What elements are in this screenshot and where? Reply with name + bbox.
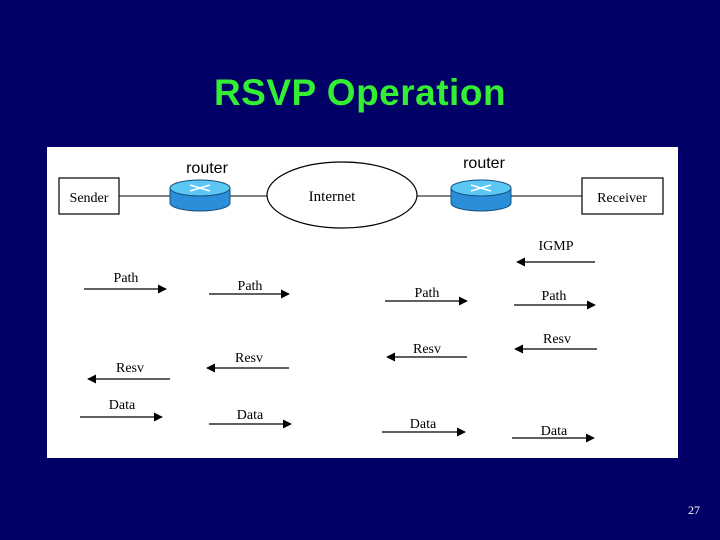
data-message-4: Data <box>512 424 595 443</box>
receiver-label: Receiver <box>597 191 647 206</box>
router-right: router <box>450 155 512 212</box>
resv-label: Resv <box>413 342 441 357</box>
path-message-1: Path <box>84 271 167 294</box>
igmp-message: IGMP <box>516 239 595 267</box>
data-label: Data <box>410 417 437 432</box>
resv-message-4: Resv <box>514 332 597 354</box>
slide-page-number: 27 <box>688 503 700 517</box>
resv-message-1: Resv <box>87 361 170 384</box>
igmp-label: IGMP <box>538 239 573 254</box>
path-message-3: Path <box>385 286 468 306</box>
diagram-panel: Sender Receiver Internet router router I… <box>47 147 678 458</box>
path-message-2: Path <box>209 279 290 299</box>
router-icon <box>450 179 512 212</box>
router-right-label: router <box>463 155 505 172</box>
slide-title: RSVP Operation <box>213 72 507 113</box>
path-label: Path <box>415 286 440 301</box>
resv-message-3: Resv <box>386 342 467 362</box>
receiver-node: Receiver <box>581 177 664 215</box>
path-message-4: Path <box>514 289 596 310</box>
resv-label: Resv <box>543 332 571 347</box>
internet-label: Internet <box>309 189 356 205</box>
sender-node: Sender <box>58 177 120 215</box>
router-left-label: router <box>186 160 228 177</box>
path-label: Path <box>238 279 263 294</box>
resv-label: Resv <box>116 361 144 376</box>
data-label: Data <box>109 398 136 413</box>
resv-message-2: Resv <box>206 351 289 373</box>
router-icon <box>169 179 231 212</box>
data-message-3: Data <box>382 417 466 437</box>
sender-label: Sender <box>70 191 109 206</box>
router-left: router <box>169 160 231 212</box>
path-label: Path <box>542 289 567 304</box>
data-message-1: Data <box>80 398 163 422</box>
resv-label: Resv <box>235 351 263 366</box>
internet-cloud: Internet <box>266 161 418 229</box>
data-label: Data <box>237 408 264 423</box>
path-label: Path <box>114 271 139 286</box>
data-message-2: Data <box>209 408 292 429</box>
data-label: Data <box>541 424 568 439</box>
